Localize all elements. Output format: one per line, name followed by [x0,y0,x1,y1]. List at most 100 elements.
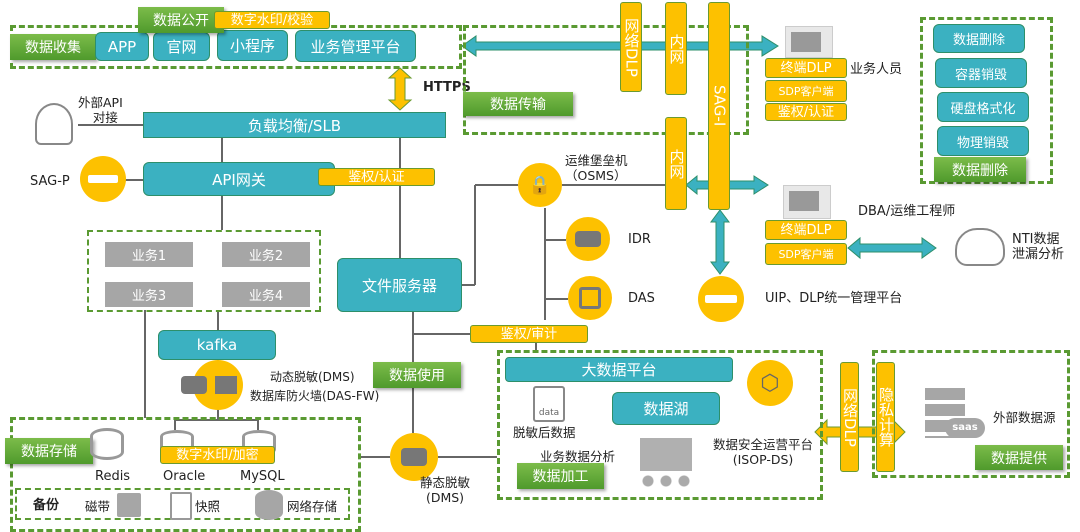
api-auth: 鉴权/认证 [318,168,435,186]
staff-label: 业务人员 [850,62,903,77]
redis-db-icon [90,428,124,460]
business-3: 业务3 [105,282,193,307]
provide-network-dlp: 网络DLP [840,362,859,472]
hand-clock-icon [35,103,73,145]
osms-line1: 运维堡垒机 [565,153,628,168]
computer-icon [783,185,831,219]
physical-destroy: 物理销毁 [937,126,1029,156]
provide-zone [872,350,1070,478]
tape-label: 磁带 [85,499,111,514]
staff-sdp: SDP客户端 [765,80,847,102]
snapshot-doc-icon [170,492,192,520]
uip-label: UIP、DLP统一管理平台 [765,291,903,306]
process-label: 数据加工 [517,463,604,489]
osms-label: 运维堡垒机（OSMS） [565,153,628,183]
computer-icon [785,26,833,58]
provide-label: 数据提供 [975,445,1063,470]
data-shuffle-icon: data [533,386,565,422]
deletion-zone [920,17,1053,184]
external-api-line2: 对接 [92,110,118,125]
business-4: 业务4 [222,282,310,307]
collect-label: 数据收集 [10,34,96,60]
storage-label: 数据存储 [5,438,93,464]
dms-device-icon [181,360,243,410]
static-dms-device-icon [390,433,438,481]
staff-auth: 鉴权/认证 [765,103,847,121]
screen-audience-icon [640,438,692,471]
saas-cloud-label: saas [945,418,985,438]
analysis-label: 业务数据分析 [540,449,616,464]
network-dlp: 网络DLP [620,2,642,92]
masked-data-label: 脱敏后数据 [513,425,576,440]
sag-p-label: SAG-P [30,174,70,189]
network-storage-icon [255,490,283,520]
external-source-label: 外部数据源 [993,410,1056,425]
oracle-label: Oracle [163,469,206,484]
miniprogram-node: 小程序 [217,30,288,61]
delete-data: 数据删除 [933,24,1025,53]
watermark-verify: 数字水印/校验 [214,11,330,29]
static-dms-line2: (DMS) [425,490,465,505]
dms-line1: 动态脱敏(DMS) [270,370,355,384]
app-node: APP [95,32,149,61]
api-gateway: API网关 [143,162,335,196]
data-lake: 数据湖 [612,392,720,425]
kafka-node: kafka [158,330,276,360]
isop-label: 数据安全运营平台(ISOP-DS) [713,437,813,467]
file-server: 文件服务器 [337,258,462,312]
dms-line2: 数据库防火墙(DAS-FW) [250,389,380,403]
watermark-encrypt: 数字水印/加密 [160,446,275,464]
isop-line1: 数据安全运营平台 [713,437,814,452]
static-dms-label: 静态脱敏(DMS) [420,475,470,505]
dba-sdp: SDP客户端 [765,243,847,265]
shield-lock-icon: 🔒 [518,163,562,207]
static-dms-line1: 静态脱敏 [420,475,471,490]
transfer-zone [463,25,749,135]
nti-line1: NTI数据 [1012,232,1060,247]
destroy-container: 容器销毁 [935,58,1027,88]
external-api-line1: 外部API [78,95,123,110]
isop-line2: (ISOP-DS) [732,452,794,467]
big-data-platform: 大数据平台 [505,357,733,382]
business-platform-node: 业务管理平台 [295,30,416,62]
backup-label: 备份 [33,498,60,513]
privacy-computing: 隐私计算 [876,362,895,472]
auth-audit: 鉴权/审计 [470,325,588,343]
business-1: 业务1 [105,242,193,267]
https-label: HTTPS [423,80,471,95]
uip-device-icon [698,276,744,322]
idr-label: IDR [628,232,651,247]
intranet-bottom: 内网 [665,117,687,210]
floppy-icon [117,493,141,517]
mysql-label: MySQL [240,469,285,484]
dba-terminal-dlp: 终端DLP [765,220,847,240]
das-label: DAS [628,291,655,306]
network-storage-label: 网络存储 [287,499,338,514]
format-disk: 硬盘格式化 [937,92,1029,122]
das-shield-icon [568,276,612,320]
business-2: 业务2 [222,242,310,267]
use-label: 数据使用 [373,362,461,388]
staff-terminal-dlp: 终端DLP [765,58,847,78]
website-node: 官网 [153,32,210,61]
business-zone [87,230,321,312]
redis-label: Redis [95,469,131,484]
load-balancer: 负载均衡/SLB [143,112,446,138]
transfer-label: 数据传输 [463,92,573,116]
osms-line2: （OSMS） [565,168,627,183]
snapshot-label: 快照 [195,499,221,514]
nti-line2: 泄漏分析 [1012,247,1065,262]
deletion-label: 数据删除 [934,157,1026,182]
publish-label: 数据公开 [138,7,224,33]
sag-p-device-icon [80,156,126,202]
process-zone [497,350,823,500]
idr-device-icon [566,217,610,261]
network-graph-icon: ⬡ [747,360,793,406]
nti-label: NTI数据泄漏分析 [1012,232,1064,262]
sag-i: SAG-I [708,2,730,210]
intranet-top: 内网 [665,2,687,95]
cloud-icon [955,228,1005,266]
people-icon [640,475,692,491]
dba-label: DBA/运维工程师 [858,204,956,219]
